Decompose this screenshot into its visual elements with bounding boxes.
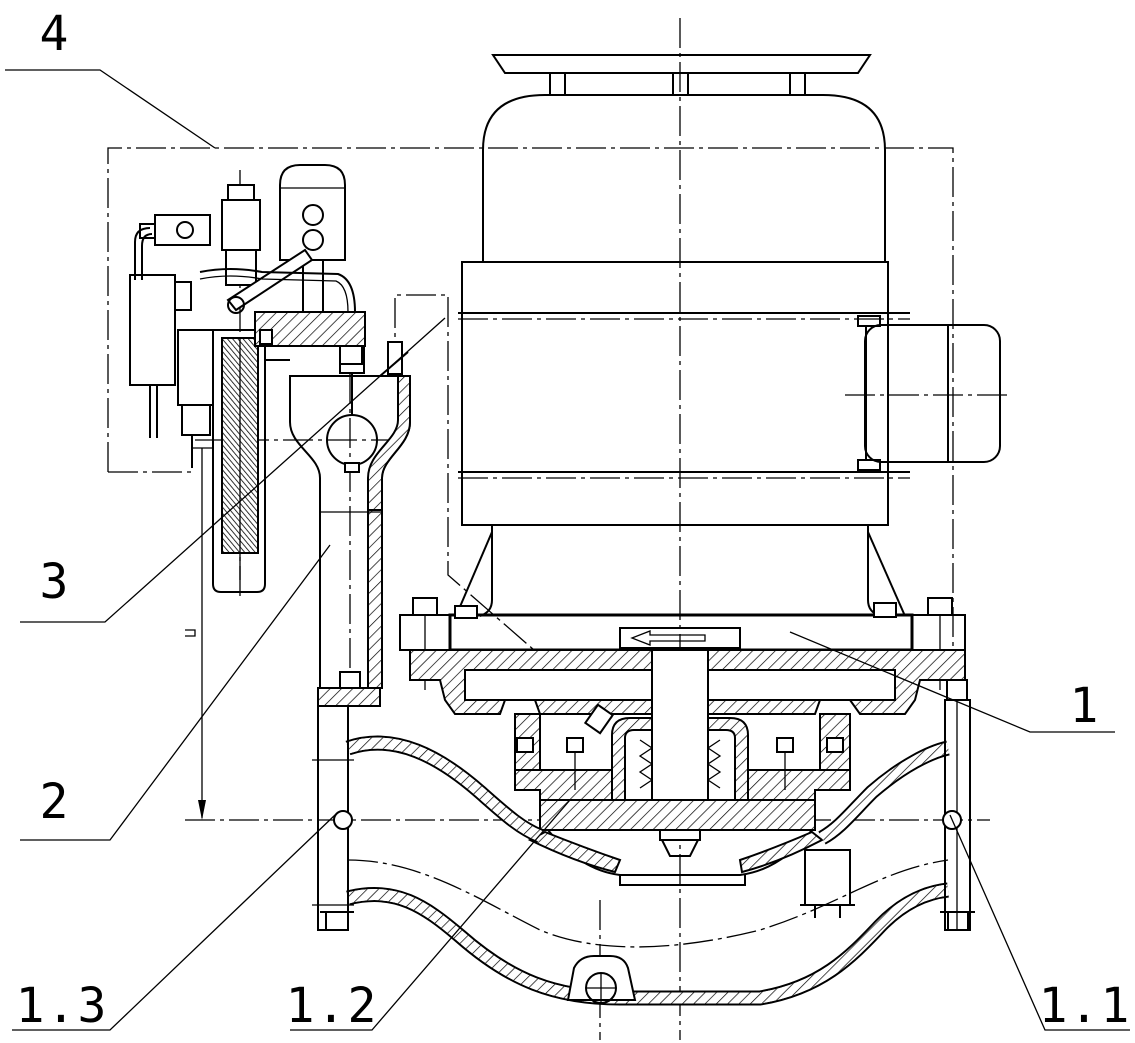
inlet-foot-mark xyxy=(320,911,354,930)
leader-1-1 xyxy=(949,814,1130,1031)
flange-lug-right xyxy=(911,614,966,651)
float-chamber-wall xyxy=(367,375,411,511)
dimension-mark xyxy=(185,629,196,637)
impeller-hub-disc xyxy=(539,799,816,831)
callout-3: 3 xyxy=(40,554,71,610)
casing-cover xyxy=(514,713,851,801)
leader-1-3 xyxy=(12,814,336,1031)
seal-spring-right xyxy=(706,739,722,789)
cover-bolt-4 xyxy=(826,737,844,753)
drain-boss xyxy=(566,955,637,1004)
cover-bolt-2 xyxy=(566,737,584,753)
callout-4: 4 xyxy=(40,6,71,62)
cap-leg-left xyxy=(549,72,566,96)
column-collar xyxy=(317,687,381,707)
callout-1-1: 1.1 xyxy=(1039,978,1132,1034)
stator-frame xyxy=(461,261,889,526)
callout-labels: 4 3 2 1 1.3 1.2 1.1 xyxy=(16,6,1132,1034)
bolt-nut-4 xyxy=(927,597,953,616)
bolt-nut-3 xyxy=(873,602,897,618)
leader-4 xyxy=(5,69,216,149)
column-nut xyxy=(339,671,361,689)
cap-leg-right xyxy=(789,72,806,96)
vent-plug xyxy=(583,703,615,735)
cover-bolt-3 xyxy=(776,737,794,753)
manifold-block xyxy=(254,311,366,347)
control-assembly xyxy=(129,164,366,593)
valve-bonnet xyxy=(227,184,255,201)
tube-left xyxy=(134,227,151,280)
tube-top xyxy=(199,268,356,313)
component-4-boundary xyxy=(107,147,954,719)
linkage-pivot xyxy=(227,296,245,314)
impeller xyxy=(527,799,824,876)
outlet-foot-mark xyxy=(940,911,975,930)
bolt-nut-2 xyxy=(454,605,478,619)
junction-box-body xyxy=(864,324,1001,463)
center-lines xyxy=(185,18,1010,1040)
valve-block xyxy=(221,199,261,251)
pressure-switch-body xyxy=(279,164,346,261)
manifold-nut xyxy=(339,345,363,365)
flange-rib-left xyxy=(455,531,493,617)
tube-top-inner xyxy=(199,275,349,313)
inlet-flange-center xyxy=(333,810,353,830)
leader-3 xyxy=(20,317,446,623)
pump-shaft xyxy=(651,649,709,801)
casing-inner-lip xyxy=(619,875,746,886)
switch-stem xyxy=(302,259,324,316)
relay-box xyxy=(177,329,214,406)
tube-left-inner xyxy=(141,233,153,280)
control-box-cap xyxy=(174,281,192,311)
column-pipe xyxy=(289,341,411,707)
side-valve xyxy=(154,214,211,246)
leader-1-2 xyxy=(290,799,571,1031)
pressure-switch-port-lower xyxy=(302,229,324,251)
flow-path-centerline xyxy=(347,859,949,948)
callout-1-3: 1.3 xyxy=(16,978,109,1034)
rotation-arrow-icon xyxy=(630,630,706,646)
callout-2: 2 xyxy=(40,774,71,830)
leader-1 xyxy=(789,631,1115,733)
leader-lines xyxy=(5,69,1130,1031)
boundary-inner xyxy=(394,294,613,719)
accumulator-cylinder xyxy=(212,329,266,593)
dimension-line xyxy=(185,447,212,820)
motor-dome xyxy=(482,94,886,262)
callout-1: 1 xyxy=(1070,678,1101,734)
impeller-nut xyxy=(660,839,700,857)
relay-box-lower xyxy=(181,404,211,436)
valve-body-lower xyxy=(225,249,257,286)
junction-box-bracket-top xyxy=(857,315,881,327)
flange-rib-right xyxy=(867,531,906,617)
bolt-nut-1 xyxy=(412,597,438,616)
stem-nut xyxy=(259,329,273,345)
fan-cover-cap xyxy=(491,54,872,74)
dimension-arrow-icon xyxy=(198,800,206,820)
motor xyxy=(455,54,1001,617)
side-valve-knob xyxy=(176,221,194,239)
arrow-plate xyxy=(619,627,741,649)
cover-bolt-1 xyxy=(516,737,534,753)
callout-1-2: 1.2 xyxy=(286,978,379,1034)
boundary-outline xyxy=(107,147,954,660)
pump-casing xyxy=(312,679,975,1006)
control-box xyxy=(129,274,176,386)
leader-2 xyxy=(20,544,331,841)
flange-plate xyxy=(448,613,914,652)
pressure-switch xyxy=(279,164,346,261)
impeller-eye-left xyxy=(527,830,622,874)
impeller-eye-right xyxy=(738,830,824,874)
support-foot-mark xyxy=(800,904,855,918)
float-ball-weight xyxy=(344,462,360,473)
pressure-switch-port-upper xyxy=(302,204,324,226)
seal-spring-left xyxy=(638,739,654,789)
junction-box xyxy=(857,315,1001,471)
outlet-bolt-nut xyxy=(946,679,968,701)
column-wall-right xyxy=(367,509,383,689)
linkage-rod xyxy=(226,248,314,312)
junction-box-bracket-bottom xyxy=(857,459,881,471)
rotation-arrow-plate xyxy=(619,627,741,649)
